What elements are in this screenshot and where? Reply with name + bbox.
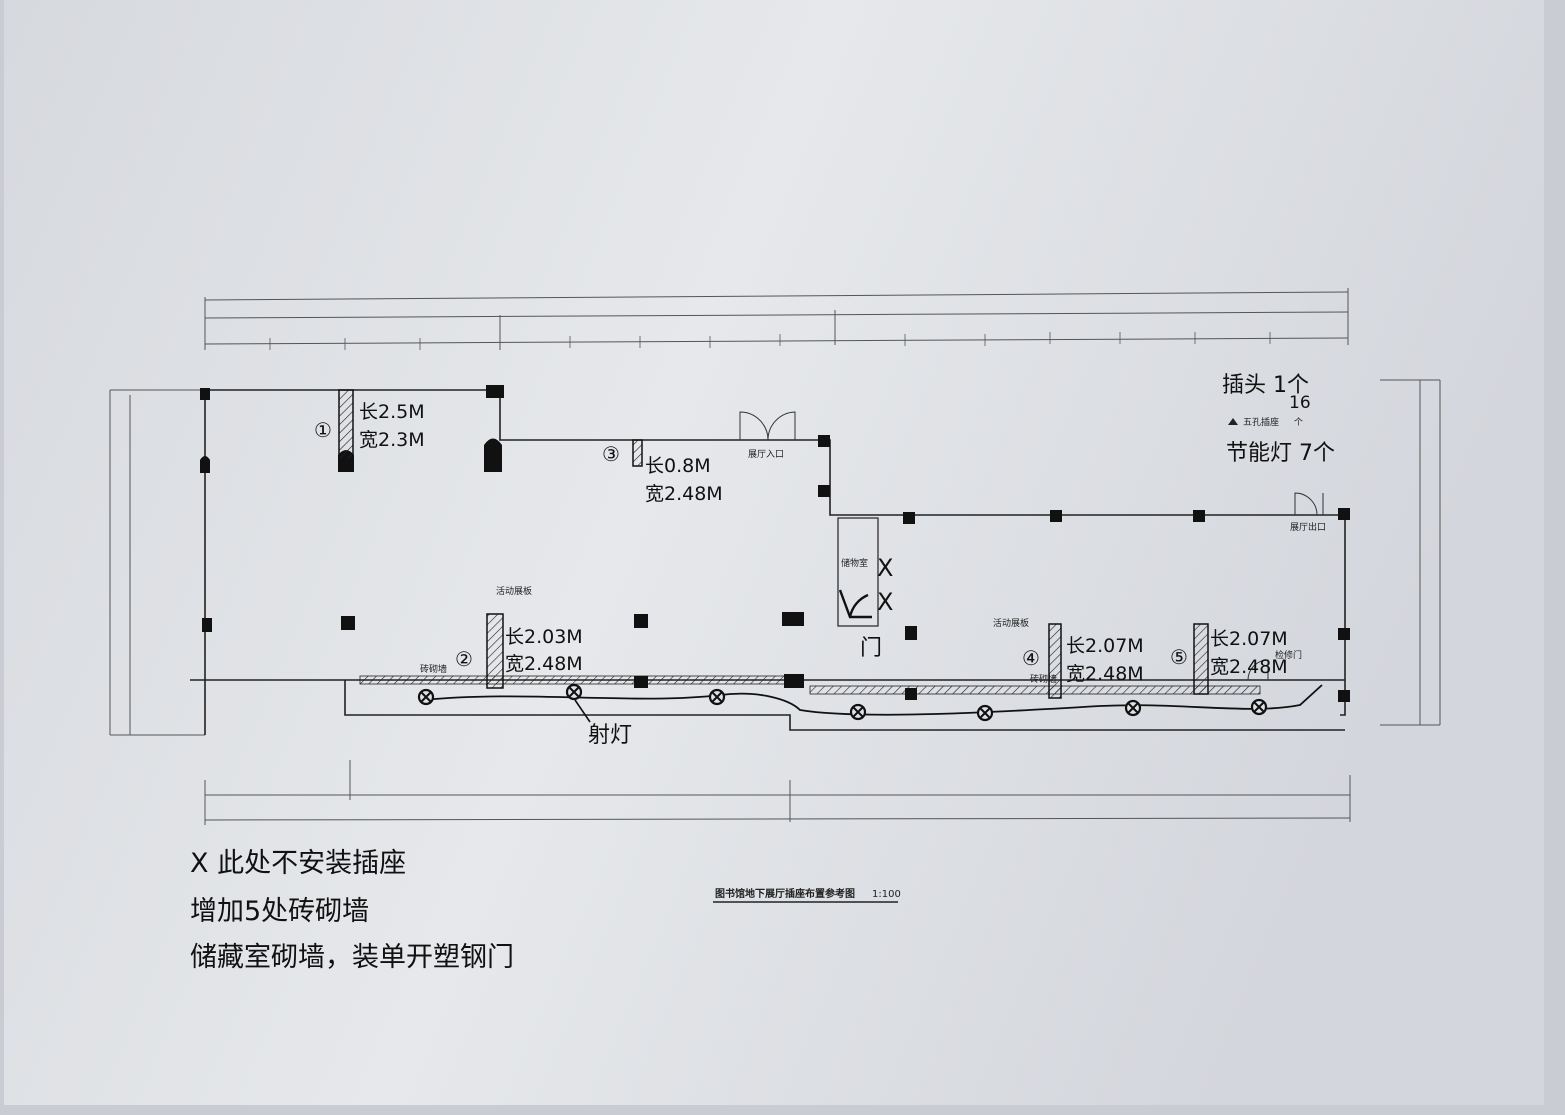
label-movable-board-2: 活动展板 [993,617,1029,629]
spotlight-icon [565,683,583,701]
spotlight-icon [1250,698,1268,716]
panel-3-length: 长0.8M [645,455,711,477]
door-annotation: 门 [860,636,882,661]
label-movable-board-1: 活动展板 [496,585,532,597]
bottom-dimensions [204,760,1351,825]
top-dimensions [204,288,1349,350]
storage-door-icon [838,589,872,619]
panel-2-width: 宽2.48M [505,653,583,675]
panel-5-length: 长2.07M [1210,628,1288,650]
panel-1-width: 宽2.3M [359,429,425,451]
cross-mark-1: X [877,554,893,582]
lamp-annotation: 射灯 [588,723,632,748]
note-2: 增加5处砖砌墙 [190,896,369,927]
label-maintenance-door: 检修门 [1275,649,1302,661]
legend-hand-light: 节能灯 7个 [1226,441,1335,466]
panel-5-width: 宽2.48M [1210,656,1288,678]
label-brick-wall-2: 砖砌墙 [1030,673,1057,685]
drawing-scale: 1:100 [872,889,901,900]
columns [200,385,1350,702]
panel-5-num: ⑤ [1170,645,1188,669]
panel-annotations: ① 长2.5M 宽2.3M ② 长2.03M 宽2.48M ③ 长0.8M 宽2… [314,401,1288,685]
panel-2-length: 长2.03M [505,626,583,648]
note-1: X 此处不安装插座 [190,848,406,879]
label-brick-wall-1: 砖砌墙 [420,663,447,675]
panel-1-length: 长2.5M [359,401,425,423]
legend: 五孔插座 个 16 插头 1个 节能灯 7个 [1222,373,1335,466]
spotlight-icon [417,688,435,706]
panel-3-num: ③ [602,442,620,466]
lamp-leader-line [574,699,591,723]
legend-socket-unit: 个 [1294,417,1303,428]
panel-4-width: 宽2.48M [1066,663,1144,685]
drawing-title: 图书馆地下展厅插座布置参考图 [715,887,855,900]
label-storage: 储物室 [841,557,868,569]
spotlight-icon [708,688,726,706]
paper [4,0,1544,1105]
legend-socket-text: 五孔插座 [1243,416,1279,428]
lamp-group [417,683,1268,722]
panel-boards [338,389,1209,699]
panel-2-num: ② [455,647,473,671]
note-3: 储藏室砌墙，装单开塑钢门 [190,942,514,973]
panel-4-length: 长2.07M [1066,635,1144,657]
spotlight-icon [849,703,867,721]
label-entrance: 展厅入口 [748,449,784,460]
side-dimensions [109,379,1441,736]
socket-icon [1228,418,1238,425]
doors [739,411,1324,681]
spotlight-icon [976,704,994,722]
legend-hand-socket: 插头 1个 [1222,373,1309,398]
spotlight-icon [1124,699,1142,717]
panel-3-width: 宽2.48M [645,483,723,505]
panel-4-num: ④ [1022,646,1040,670]
legend-socket-count: 16 [1289,393,1311,413]
label-exit: 展厅出口 [1290,521,1326,533]
cross-mark-2: X [877,588,893,616]
panel-1-num: ① [314,418,332,442]
spotlight-symbols [424,684,1323,716]
